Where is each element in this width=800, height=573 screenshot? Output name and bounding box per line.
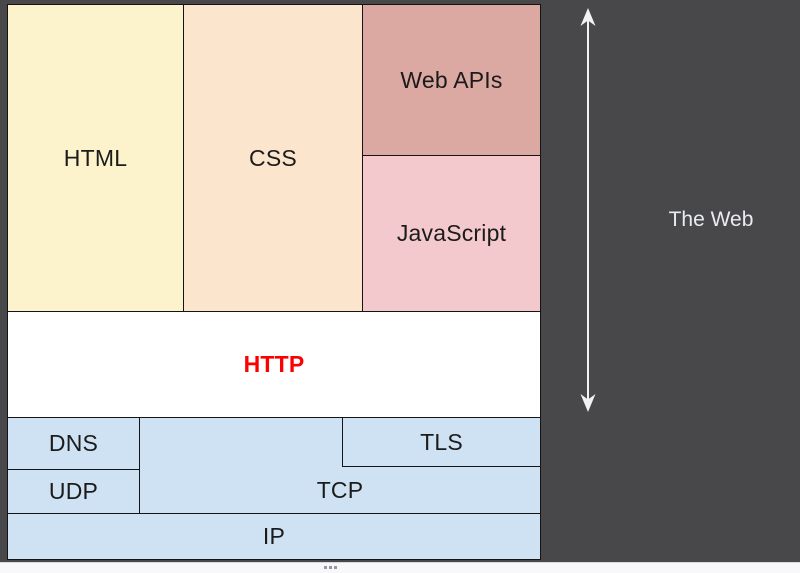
block-tls: TLS — [342, 417, 541, 467]
double-vertical-arrow-icon — [575, 5, 601, 415]
block-http: HTTP — [7, 311, 541, 418]
footer-strip — [0, 562, 800, 573]
block-javascript: JavaScript — [362, 155, 541, 312]
block-udp: UDP — [7, 469, 140, 514]
block-css: CSS — [183, 4, 363, 312]
block-html: HTML — [7, 4, 184, 312]
ellipsis-dots-icon — [320, 563, 340, 571]
block-javascript-label: JavaScript — [396, 220, 507, 246]
block-http-label: HTTP — [243, 351, 305, 377]
block-ip-label: IP — [262, 523, 286, 549]
block-ip: IP — [7, 513, 541, 560]
block-dns: DNS — [7, 417, 140, 470]
the-web-label: The Web — [668, 208, 754, 231]
block-udp-label: UDP — [48, 478, 99, 504]
block-tls-label: TLS — [420, 428, 463, 455]
block-css-label: CSS — [249, 144, 297, 171]
block-tcp-label: TCP — [316, 477, 364, 503]
block-html-label: HTML — [63, 144, 128, 171]
block-dns-label: DNS — [48, 430, 99, 456]
block-web-apis-label: Web APIs — [400, 66, 503, 93]
block-web-apis: Web APIs — [362, 4, 541, 156]
